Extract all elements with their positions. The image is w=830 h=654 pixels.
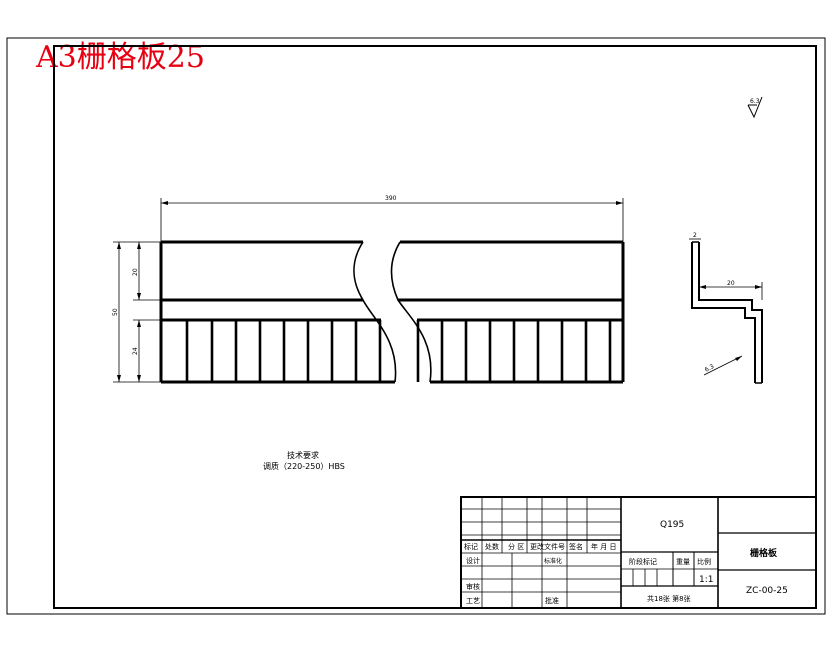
drawing-number: ZC-00-25 bbox=[746, 586, 788, 596]
label-change-doc: 更改文件号 bbox=[530, 542, 565, 551]
label-approve: 批准 bbox=[545, 596, 559, 605]
label-zone: 分 区 bbox=[508, 542, 524, 551]
part-name: 栅格板 bbox=[750, 547, 778, 559]
front-view bbox=[113, 198, 625, 384]
label-process: 工艺 bbox=[466, 597, 480, 605]
tech-req-heading: 技术要求 bbox=[287, 450, 319, 460]
dim-plate-thickness: 2 bbox=[693, 232, 697, 239]
label-review: 审核 bbox=[466, 582, 480, 591]
label-design: 设计 bbox=[466, 556, 480, 565]
dim-side-roughness: 6.3 bbox=[704, 363, 716, 374]
label-weight: 重量 bbox=[676, 558, 690, 566]
label-mark: 标记 bbox=[464, 542, 478, 551]
dim-lower-band: 24 bbox=[132, 347, 139, 355]
label-standardize: 标准化 bbox=[544, 557, 562, 565]
label-stage-mark: 阶段标记 bbox=[629, 557, 657, 566]
dim-total-height: 50 bbox=[112, 308, 119, 316]
dim-upper-band: 20 bbox=[132, 268, 139, 276]
dim-side-width: 20 bbox=[727, 280, 735, 287]
label-signature: 签名 bbox=[569, 542, 583, 551]
inner-frame bbox=[53, 45, 817, 609]
sheet-count: 共18张 第8张 bbox=[647, 594, 691, 603]
dim-overall-length: 390 bbox=[385, 195, 397, 202]
title-block-grid bbox=[460, 496, 817, 609]
tech-req-hardness: 调质（220-250）HBS bbox=[263, 461, 345, 471]
surface-finish-value: 6.3 bbox=[750, 98, 760, 105]
label-count: 处数 bbox=[485, 542, 499, 551]
material: Q195 bbox=[660, 520, 684, 530]
scale-value: 1:1 bbox=[699, 575, 713, 585]
surface-finish-symbol bbox=[747, 96, 763, 119]
label-scale: 比例 bbox=[697, 557, 711, 566]
label-date: 年 月 日 bbox=[591, 542, 616, 551]
outer-frame bbox=[6, 37, 826, 615]
side-view bbox=[689, 238, 763, 384]
